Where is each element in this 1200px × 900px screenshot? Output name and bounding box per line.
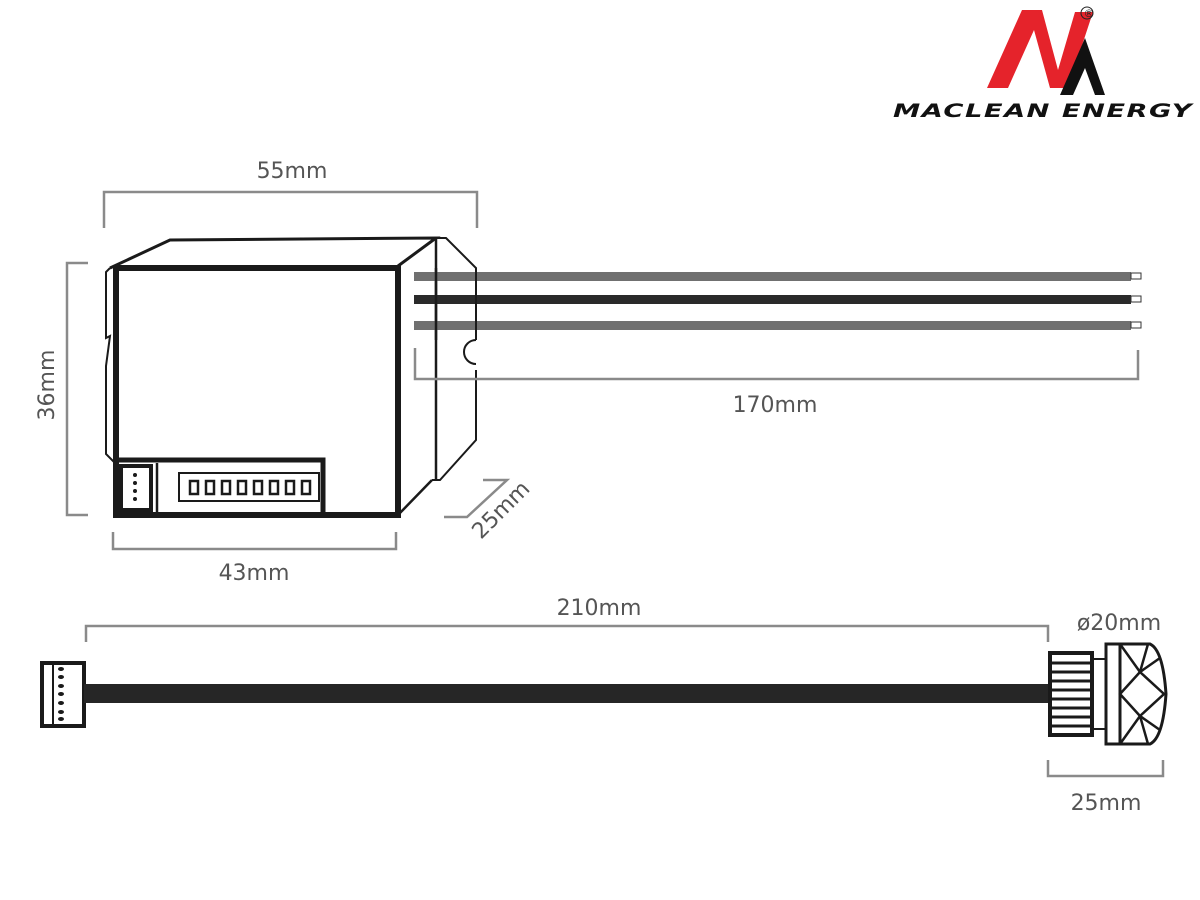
dimension-width-front: 43mm <box>111 532 398 586</box>
module-wires <box>414 268 1142 340</box>
sensor-cable-connector <box>40 661 86 728</box>
dimension-label-210mm: 210mm <box>557 596 642 621</box>
connector-pins <box>133 473 137 501</box>
sensor-head <box>1048 642 1168 746</box>
dip-switch-block <box>178 472 320 502</box>
registered-mark: ® <box>1084 7 1095 20</box>
dimension-label-36mm: 36mm <box>35 350 60 421</box>
dimension-width-top: 55mm <box>102 159 479 228</box>
logo-m-black-shape <box>1060 38 1105 95</box>
wire-1 <box>414 272 1131 281</box>
registered-icon <box>1080 6 1094 20</box>
dip-switches <box>188 479 312 496</box>
dimension-label-170mm: 170mm <box>733 393 818 418</box>
dimension-height: 36mm <box>35 261 88 517</box>
logo-m-red-shape <box>987 10 1093 88</box>
dimension-label-43mm: 43mm <box>219 561 290 586</box>
pir-lens-dome <box>1118 642 1168 746</box>
brand-name: MACLEAN ENERGY <box>893 100 1195 122</box>
module-connector <box>119 464 153 512</box>
wire-2 <box>414 295 1131 304</box>
module-body <box>105 236 477 518</box>
dimension-label-25mm-head: 25mm <box>1071 791 1142 816</box>
dimension-label-diameter-20mm: ø20mm <box>1077 611 1161 636</box>
sensor-assembly: 210mm <box>40 596 1168 816</box>
brand-logo: ® MACLEAN ENERGY <box>893 6 1195 122</box>
sensor-cable <box>84 684 1052 703</box>
dimension-wire-length: 170mm <box>413 348 1140 418</box>
dimension-label-55mm: 55mm <box>257 159 328 184</box>
dimension-depth: 25mm <box>444 477 535 544</box>
wire-3 <box>414 321 1131 330</box>
